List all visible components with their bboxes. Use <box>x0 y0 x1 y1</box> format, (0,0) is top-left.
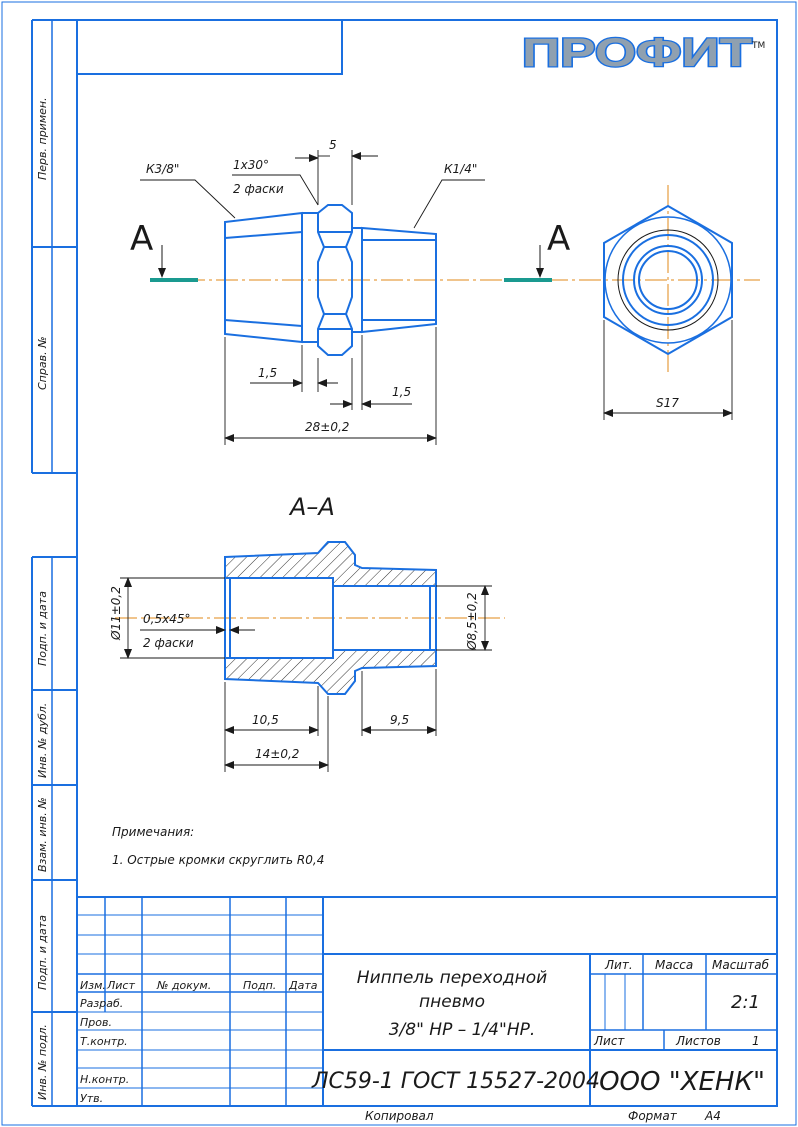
label-inv-podl: Инв. № подл. <box>36 1024 49 1100</box>
thread-right-label: К1/4" <box>444 162 477 176</box>
sheets-label: Листов <box>675 1034 721 1048</box>
dim-15-right: 1,5 <box>392 385 411 399</box>
sheet-label: Лист <box>593 1034 625 1048</box>
role-nkontr: Н.контр. <box>80 1073 129 1086</box>
hdr-data: Дата <box>288 979 318 992</box>
footer: Копировал Формат А4 <box>365 1109 721 1123</box>
side-view-dimension <box>603 320 733 420</box>
front-view-labels: К3/8" 1x30° 2 фаски 5 К1/4" 1,5 1,5 28±0… <box>146 138 477 434</box>
section-chamfer-label: 0,5x45° <box>143 612 190 626</box>
label-inv-dubl: Инв. № дубл. <box>36 703 49 778</box>
section-dimensions <box>120 577 492 772</box>
dia-left-label: Ø11±0,2 <box>109 586 123 641</box>
left-column-labels: Перв. примен. Справ. № Подп. и дата Инв.… <box>36 97 49 1100</box>
width-5-label: 5 <box>329 138 337 152</box>
chamfer-label: 1x30° <box>233 158 269 172</box>
format-label: Формат <box>628 1109 678 1123</box>
notes: Примечания: 1. Острые кромки скруглить R… <box>112 825 324 867</box>
dim-14-label: 14±0,2 <box>255 747 299 761</box>
section-title: А–А <box>288 493 335 521</box>
label-sprav: Справ. № <box>36 336 49 390</box>
notes-item-1: 1. Острые кромки скруглить R0,4 <box>112 853 324 867</box>
company-name: ООО "ХЕНК" <box>599 1067 765 1097</box>
svg-text:TM: TM <box>751 41 765 51</box>
section-marks: А А <box>130 219 570 282</box>
title-block-grid <box>77 896 777 1106</box>
hdr-list: Лист <box>106 979 135 992</box>
thread-left-label: К3/8" <box>146 162 179 176</box>
side-view-hex <box>603 204 733 356</box>
label-vzam-inv: Взам. инв. № <box>36 797 49 872</box>
dim-15-left: 1,5 <box>258 366 277 380</box>
hdr-izm: Изм. <box>80 979 106 992</box>
hdr-doc: № докум. <box>156 979 211 992</box>
svg-text:ПРОФИТ: ПРОФИТ <box>522 31 752 75</box>
hdr-podp: Подп. <box>243 979 276 992</box>
dim-95-label: 9,5 <box>390 713 409 727</box>
part-name-line1: Ниппель переходной <box>357 968 547 988</box>
material-designation: ЛС59-1 ГОСТ 15527-2004 <box>311 1069 600 1094</box>
section-view <box>224 541 437 695</box>
label-podp-data-2: Подп. и дата <box>36 915 49 990</box>
part-name: Ниппель переходной пневмо 3/8" НР – 1/4"… <box>357 968 547 1040</box>
dia-right-label: Ø8,5±0,2 <box>465 592 479 651</box>
section-chamfer-note: 2 фаски <box>143 636 194 650</box>
format-value: А4 <box>704 1109 721 1123</box>
notes-heading: Примечания: <box>112 825 194 839</box>
lit-label: Лит. <box>604 958 633 972</box>
front-view-part <box>224 204 437 356</box>
company-logo: ПРОФИТ TM <box>521 30 766 77</box>
mass-label: Масса <box>655 958 693 972</box>
scale-value: 2:1 <box>731 992 760 1013</box>
section-letter-right: А <box>547 219 570 259</box>
role-prov: Пров. <box>80 1016 112 1029</box>
title-block-right: Лит. Масса Масштаб 2:1 Лист Листов 1 <box>593 958 770 1048</box>
role-razrab: Разраб. <box>80 997 123 1010</box>
title-block-headers: Изм. Лист № докум. Подп. Дата Разраб. Пр… <box>80 979 318 1105</box>
chamfer-note: 2 фаски <box>233 182 284 196</box>
label-podp-data-1: Подп. и дата <box>36 591 49 666</box>
front-view-dimensions <box>140 150 485 445</box>
part-name-line3: 3/8" НР – 1/4"НР. <box>389 1020 536 1040</box>
section-letter-left: А <box>130 219 153 259</box>
part-name-line2: пневмо <box>419 992 485 1012</box>
section-labels: Ø11±0,2 Ø8,5±0,2 0,5x45° 2 фаски 10,5 9,… <box>109 586 479 761</box>
total-length: 28±0,2 <box>305 420 349 434</box>
copied-label: Копировал <box>365 1109 434 1123</box>
dim-105-label: 10,5 <box>252 713 279 727</box>
hex-size-label: S17 <box>656 396 679 410</box>
label-perv-primen: Перв. примен. <box>36 97 49 180</box>
role-utv: Утв. <box>80 1092 103 1105</box>
role-tkontr: Т.контр. <box>80 1035 128 1048</box>
scale-label: Масштаб <box>712 958 770 972</box>
sheets-value: 1 <box>752 1034 760 1048</box>
